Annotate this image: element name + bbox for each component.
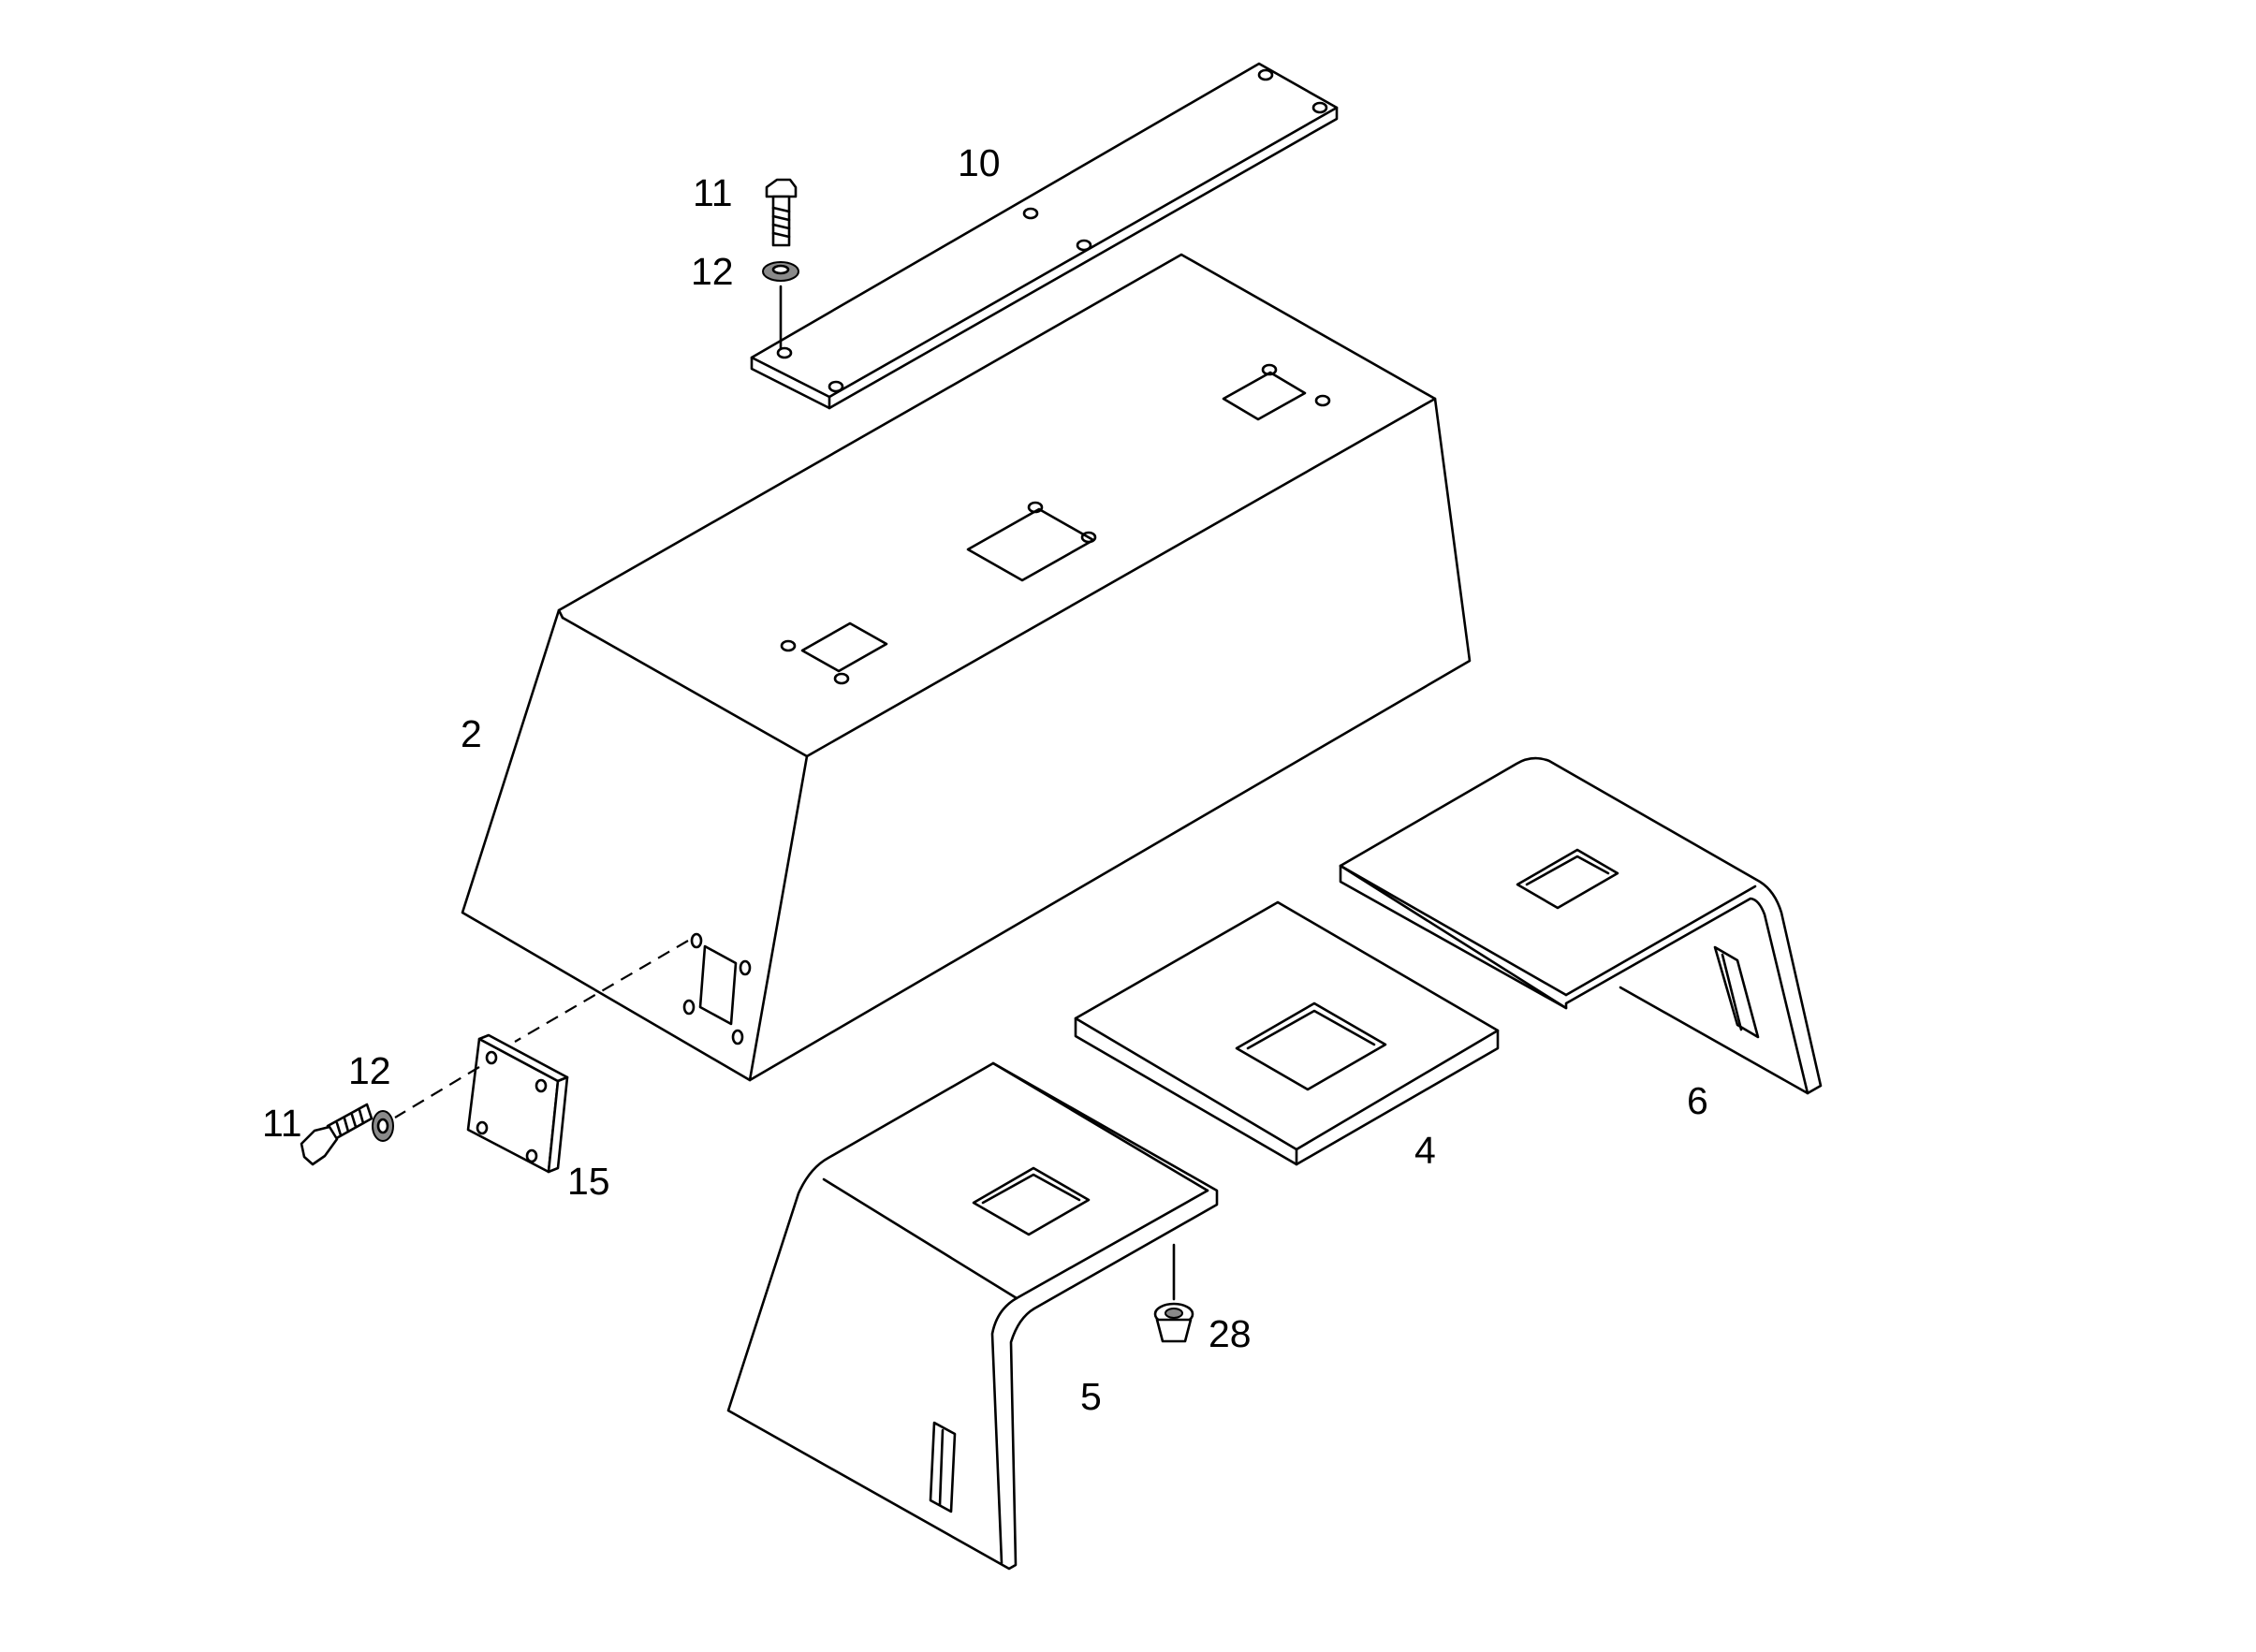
part-28-plug bbox=[1153, 1302, 1194, 1343]
part-12-washer-top bbox=[762, 261, 799, 282]
label-part-4: 4 bbox=[1414, 1129, 1436, 1172]
part-2-housing bbox=[461, 253, 1472, 1082]
label-part-6: 6 bbox=[1687, 1079, 1708, 1122]
part-15-cover-plate bbox=[466, 1033, 569, 1174]
label-part-5: 5 bbox=[1080, 1375, 1102, 1418]
part-11-bolt-top bbox=[765, 178, 798, 247]
bolt-leader-line bbox=[394, 1066, 480, 1118]
part-12-washer-left bbox=[372, 1110, 394, 1142]
label-part-15: 15 bbox=[567, 1160, 610, 1203]
part-11-bolt-left bbox=[300, 1103, 374, 1166]
label-part-12-left: 12 bbox=[348, 1049, 391, 1092]
cover-15-leader-line bbox=[514, 940, 689, 1043]
part-4-spacer-plate bbox=[1074, 900, 1500, 1166]
label-part-11-top: 11 bbox=[693, 171, 733, 214]
part-6-bracket bbox=[1339, 756, 1823, 1095]
label-part-12-top: 12 bbox=[691, 250, 734, 293]
part-5-bracket bbox=[726, 1061, 1219, 1571]
label-part-2: 2 bbox=[461, 712, 482, 755]
label-part-28: 28 bbox=[1209, 1312, 1252, 1355]
label-part-11-left: 11 bbox=[262, 1102, 302, 1145]
part-10-strip-plate bbox=[750, 62, 1339, 410]
label-part-10: 10 bbox=[958, 141, 1001, 184]
